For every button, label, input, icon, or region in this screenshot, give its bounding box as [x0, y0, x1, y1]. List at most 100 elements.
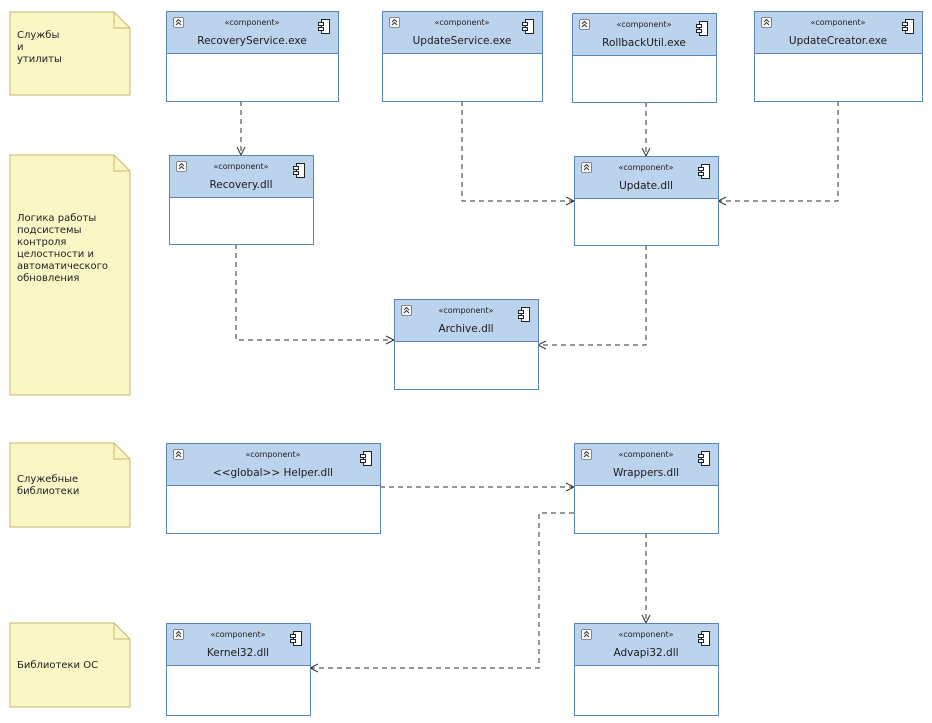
note-line: и: [17, 42, 24, 53]
note-line: библиотеки: [17, 486, 79, 497]
component-recoverydll[interactable]: «component» Recovery.dll: [169, 155, 314, 245]
component-name: Kernel32.dll: [207, 647, 269, 659]
component-name: UpdateService.exe: [413, 35, 512, 47]
component-stereotype: «component»: [213, 162, 268, 171]
collapse-icon[interactable]: [401, 305, 412, 316]
component-name: Archive.dll: [438, 323, 493, 335]
component-header: [394, 299, 539, 342]
component-name: Wrappers.dll: [613, 467, 679, 479]
component-helperdll[interactable]: «component» <<global>> Helper.dll: [166, 443, 381, 534]
component-stereotype: «component»: [434, 18, 489, 27]
component-header: [754, 11, 923, 54]
collapse-icon[interactable]: [579, 19, 590, 30]
component-stereotype: «component»: [210, 630, 265, 639]
component-stereotype: «component»: [810, 18, 865, 27]
component-icon: [698, 451, 710, 466]
component-wrappersdll[interactable]: «component» Wrappers.dll: [574, 443, 719, 534]
note-shape: [9, 442, 131, 528]
components-layer: «component»RecoveryService.exe«component…: [166, 11, 923, 716]
component-stereotype: «component»: [224, 18, 279, 27]
component-kernel32dll[interactable]: «component» Kernel32.dll: [166, 623, 311, 716]
component-icon: [522, 19, 534, 34]
component-header: [574, 156, 719, 199]
note-line: утилиты: [17, 54, 62, 65]
note-shape: [9, 11, 131, 96]
component-rollbackutil[interactable]: «component» RollbackUtil.exe: [572, 13, 717, 103]
collapse-icon[interactable]: [581, 162, 592, 173]
note-shape: [9, 154, 131, 396]
note-line: подсистемы: [17, 225, 81, 236]
note-n2: Логика работыподсистемыконтроляцелостнос…: [9, 154, 131, 396]
component-stereotype: «component»: [245, 450, 300, 459]
dependency-wrappersdll-to-kernel32dll[interactable]: [310, 512, 574, 668]
collapse-icon[interactable]: [581, 629, 592, 640]
component-name: Advapi32.dll: [613, 647, 678, 659]
component-header: [166, 623, 311, 666]
collapse-icon[interactable]: [389, 17, 400, 28]
note-fold: [113, 12, 130, 29]
note-fold: [113, 623, 130, 640]
component-header: [169, 155, 314, 198]
component-icon: [698, 631, 710, 646]
note-line: Служебные: [17, 474, 78, 485]
dependency-recoverydll-to-archivedll[interactable]: [235, 244, 394, 340]
note-line: целостности и: [17, 249, 94, 260]
component-icon: [318, 19, 330, 34]
component-header: [574, 443, 719, 486]
collapse-icon[interactable]: [173, 17, 184, 28]
component-stereotype: «component»: [438, 306, 493, 315]
component-name: RecoveryService.exe: [197, 35, 306, 47]
dependency-layer: [235, 101, 839, 668]
component-name: Update.dll: [619, 180, 673, 192]
component-name: Recovery.dll: [209, 179, 272, 191]
collapse-icon[interactable]: [173, 449, 184, 460]
note-fold: [113, 155, 130, 172]
collapse-icon[interactable]: [176, 161, 187, 172]
component-icon: [290, 631, 302, 646]
note-line: контроля: [17, 237, 66, 248]
component-name: RollbackUtil.exe: [602, 37, 686, 49]
component-advapi32dll[interactable]: «component» Advapi32.dll: [574, 623, 719, 716]
component-stereotype: «component»: [618, 630, 673, 639]
note-line: обновления: [17, 273, 79, 284]
dependency-updatedll-to-archivedll[interactable]: [538, 245, 647, 345]
component-updatecreator[interactable]: «component» UpdateCreator.exe: [754, 11, 923, 102]
dependency-updatecreator-to-updatedll[interactable]: [718, 101, 839, 201]
note-line: Логика работы: [17, 213, 96, 224]
component-icon: [293, 163, 305, 178]
component-icon: [518, 307, 530, 322]
component-recoveryservice[interactable]: «component» RecoveryService.exe: [166, 11, 339, 102]
note-line: автоматического: [17, 261, 108, 272]
note-line: Библиотеки ОС: [17, 660, 98, 671]
component-name: <<global>> Helper.dll: [213, 467, 333, 479]
note-line: Службы: [17, 30, 59, 41]
component-header: [574, 623, 719, 666]
component-header: [382, 11, 543, 54]
component-archivedll[interactable]: «component» Archive.dll: [394, 299, 539, 390]
collapse-icon[interactable]: [581, 449, 592, 460]
collapse-icon[interactable]: [761, 17, 772, 28]
dependency-updateservice-to-updatedll[interactable]: [461, 101, 574, 201]
component-header: [166, 443, 381, 486]
component-header: [572, 13, 717, 56]
collapse-icon[interactable]: [173, 629, 184, 640]
component-icon: [360, 451, 372, 466]
component-name: UpdateCreator.exe: [789, 35, 887, 47]
note-fold: [113, 443, 130, 460]
component-updatedll[interactable]: «component» Update.dll: [574, 156, 719, 246]
component-stereotype: «component»: [618, 450, 673, 459]
component-icon: [902, 19, 914, 34]
component-icon: [696, 21, 708, 36]
component-header: [166, 11, 339, 54]
note-shape: [9, 622, 131, 708]
component-updateservice[interactable]: «component» UpdateService.exe: [382, 11, 543, 102]
component-stereotype: «component»: [616, 20, 671, 29]
component-icon: [698, 164, 710, 179]
component-stereotype: «component»: [618, 163, 673, 172]
note-n4: Библиотеки ОС: [9, 622, 131, 708]
